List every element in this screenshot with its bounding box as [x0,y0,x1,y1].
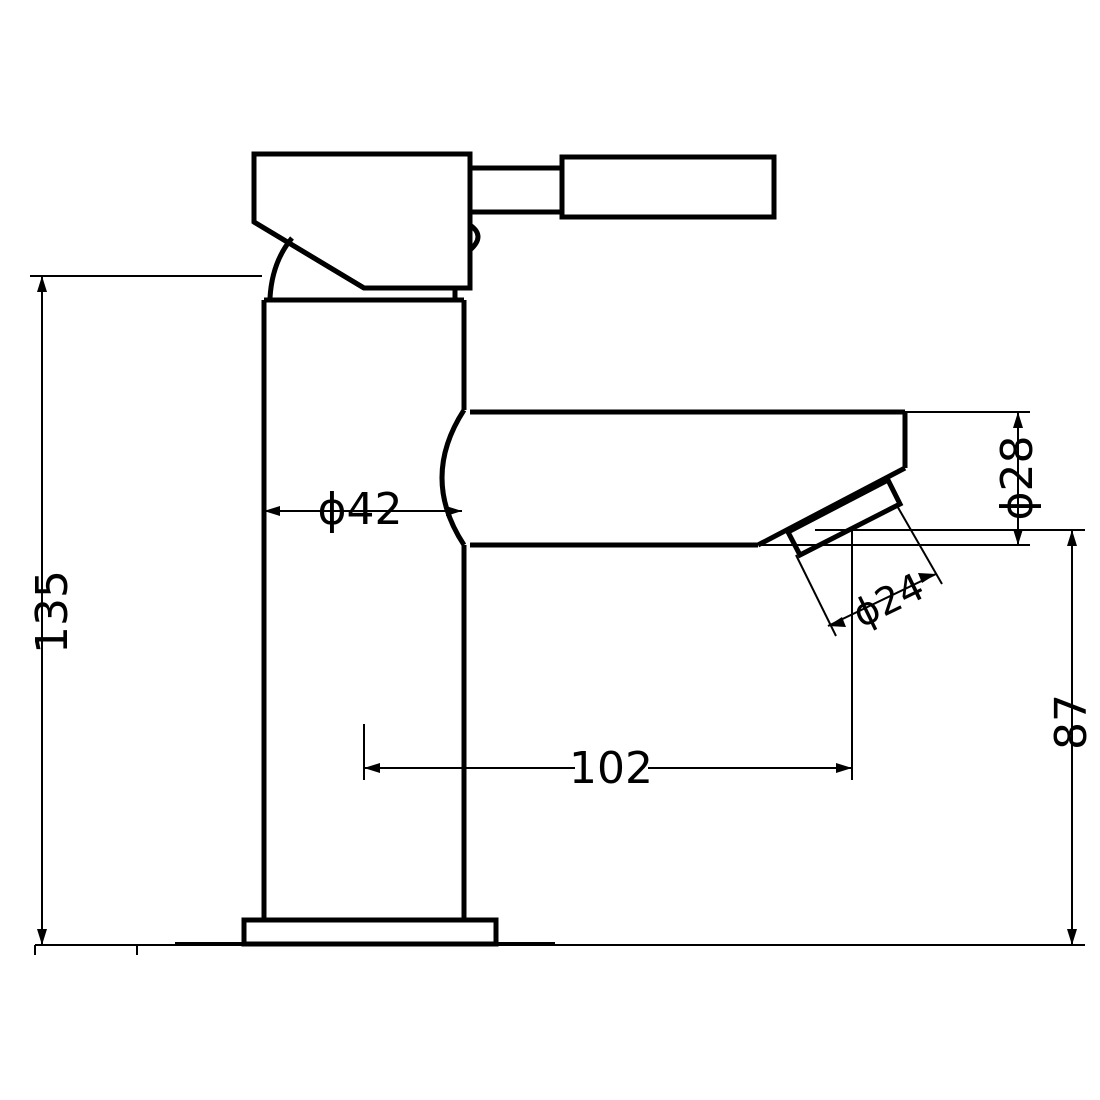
spout-diameter-label: ϕ28 [992,435,1043,520]
outlet-diameter-label: ϕ24 [846,564,931,636]
dimension-body-diameter [264,506,462,516]
aerator-outlet [784,476,904,559]
dimension-spout-height [815,529,1085,945]
dimension-spout-diameter [760,411,1030,546]
dimension-spout-reach [363,530,853,780]
ground-line [34,942,1085,955]
dimension-overall-height [30,275,262,945]
overall-height-label: 135 [27,570,78,654]
spout-height-label: 87 [1046,694,1097,750]
lever-handle [251,151,777,300]
dimension-outlet-diameter [795,503,943,637]
tap-body [261,297,467,920]
spout-reach-label: 102 [569,743,653,794]
spout [470,409,908,548]
base-plate [241,917,499,947]
body-diameter-label: ϕ42 [317,484,402,535]
